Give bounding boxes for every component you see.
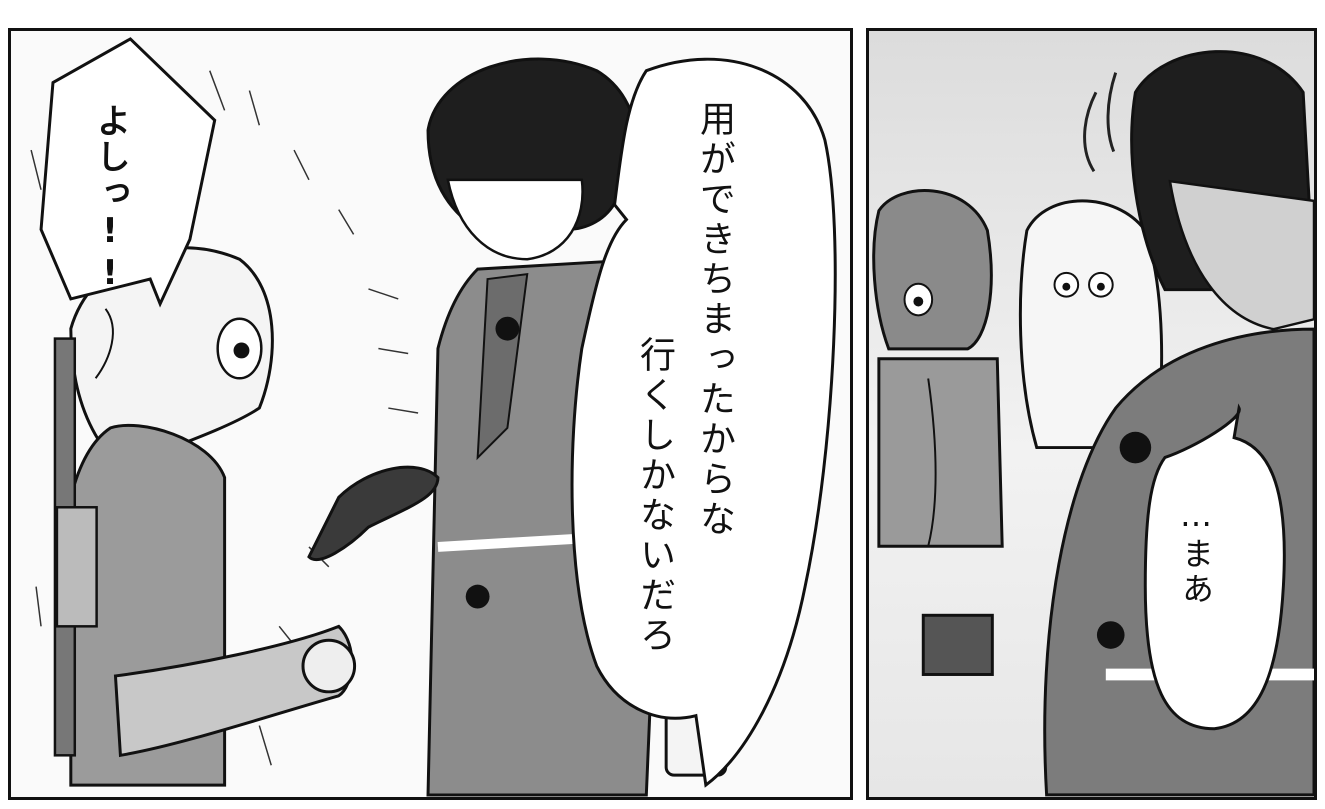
panel-right-artwork [872, 50, 1314, 797]
speech-text-line-2: 行くしかないだろ [634, 336, 675, 656]
blonde-girl-figure [53, 246, 357, 787]
ponytail-girl-figure [872, 189, 1004, 676]
surprise-lines [1083, 72, 1118, 173]
speech-text-maa: …まあ [1177, 496, 1215, 607]
manga-panel-left: よしっ!! [8, 28, 853, 800]
impact-lines [30, 70, 419, 766]
speech-bubble-main [570, 57, 837, 788]
speech-text-yoshi: よしっ!! [90, 103, 130, 295]
speech-text-line-1: 用ができちまったからな [694, 100, 735, 540]
panel-left-artwork [30, 37, 837, 797]
elf-girl-figure [1018, 199, 1164, 450]
speech-bubble-yoshi [39, 37, 217, 308]
manga-panel-right [866, 28, 1317, 800]
speech-bubble-maa [1143, 403, 1286, 731]
